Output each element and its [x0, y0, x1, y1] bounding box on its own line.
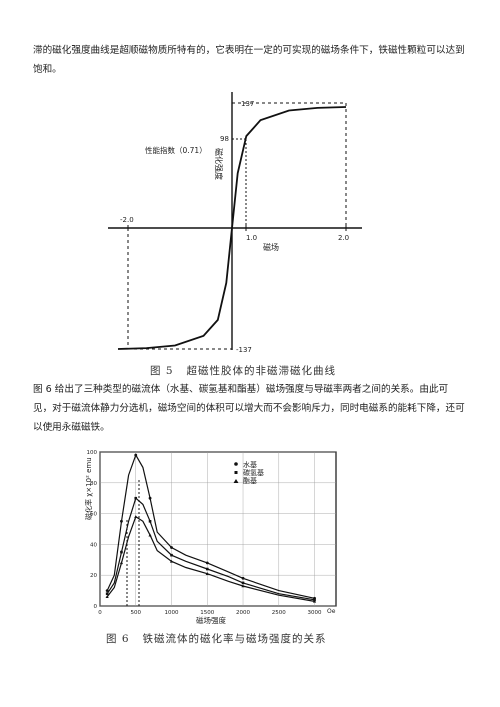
legend-marker-water: [234, 462, 238, 466]
fig6-y-axis-label: 磁化率 χ×10² emu: [84, 457, 93, 520]
fig6-point-water: [134, 453, 138, 457]
fig6-point-ester: [119, 561, 124, 565]
fig5-tick-label-137: 137: [241, 100, 254, 108]
fig6-point-water: [148, 496, 152, 500]
fig5-index-annotation: 性能指数（0.71）: [145, 145, 207, 155]
legend-marker-ester: [233, 479, 239, 483]
fig6-ytick-label: 100: [87, 450, 98, 456]
fig6-ytick-label: 80: [90, 481, 97, 487]
fig6-point-hydrocarbon: [241, 581, 245, 585]
fig5-tick-label-x1: 1.0: [246, 234, 257, 242]
fig6-x-unit: Oe: [327, 608, 336, 615]
fig6-point-hydrocarbon: [205, 567, 209, 571]
legend-label-ester: 酯基: [243, 476, 257, 485]
fig6-series-water: [106, 453, 315, 599]
fig6-ytick-label: 0: [94, 604, 98, 610]
fig6-point-ester: [169, 559, 174, 563]
fig5-x-axis-label: 磁场: [263, 242, 279, 252]
fig6-series-ester: [106, 515, 315, 602]
fig6-point-ester: [205, 572, 209, 575]
fig6-grid: [99, 451, 336, 607]
fig6-plot-frame: [99, 451, 337, 607]
legend-label-hydrocarbon: 碳氢基: [243, 468, 264, 477]
fig6-point-ester: [105, 595, 109, 599]
figure-5-title: 超磁性胶体的非磁滞磁化曲线: [186, 365, 337, 377]
fig6-xtick-label: 1000: [165, 610, 179, 616]
fig6-xtick-label: 500: [131, 610, 142, 616]
fig6-point-hydrocarbon: [148, 520, 152, 523]
fig6-legend: 水基 碳氢基 酯基: [233, 460, 264, 485]
fig5-tick-label-neg137: -137: [236, 346, 252, 354]
fig5-tick-label-98: 98: [220, 135, 229, 143]
fig5-tick-label-x2: 2.0: [338, 234, 349, 242]
fig6-point-hydrocarbon: [134, 496, 138, 500]
fig6-ytick-label: 60: [90, 512, 97, 518]
paragraph-figure6-description: 图 6 给出了三种类型的磁流体（水基、碳氢基和酯基）磁场强度与导磁率两者之间的关…: [33, 384, 465, 433]
fig6-point-water: [205, 561, 209, 565]
fig6-xtick-label: 0: [98, 610, 102, 616]
fig6-xtick-label: 3000: [308, 610, 322, 616]
fig6-ytick-label: 20: [90, 573, 97, 579]
legend-label-water: 水基: [243, 460, 257, 469]
fig6-point-ester: [241, 584, 245, 588]
figure-6-caption: 图 6 铁磁流体的磁化率与磁场强度的关系: [106, 631, 327, 646]
figure-5-number: 图 5: [150, 365, 174, 377]
fig6-point-water: [105, 589, 109, 592]
fig6-point-water: [170, 546, 173, 549]
figure-5-caption: 图 5 超磁性胶体的非磁滞磁化曲线: [150, 363, 336, 378]
fig5-y-axis-label: 磁化强度: [214, 148, 224, 180]
fig6-point-hydrocarbon: [170, 553, 173, 557]
fig6-xtick-label: 2000: [236, 610, 250, 616]
fig6-point-ester: [148, 533, 152, 537]
fig5-tick-label-neg2: -2.0: [120, 216, 134, 224]
figure-6-number: 图 6: [106, 633, 130, 645]
fig5-magnetization-curve: [117, 106, 347, 350]
fig6-point-hydrocarbon: [120, 550, 123, 554]
figure-6-title: 铁磁流体的磁化率与磁场强度的关系: [142, 633, 327, 645]
fig6-point-water: [241, 576, 245, 580]
fig6-xtick-label: 1500: [200, 610, 214, 616]
fig6-x-axis-label: 磁场强度: [196, 615, 226, 625]
fig6-xtick-label: 2500: [272, 610, 286, 616]
fig6-series-hydrocarbon: [106, 497, 315, 601]
fig6-point-ester: [312, 599, 317, 603]
fig6-point-hydrocarbon: [105, 592, 109, 595]
fig6-point-water: [120, 519, 123, 523]
fig6-ytick-label: 40: [90, 542, 97, 548]
fig6-point-ester: [134, 515, 138, 518]
legend-marker-hydrocarbon: [234, 471, 238, 474]
paragraph-intro: 滞的磁化强度曲线是超顺磁物质所特有的，它表明在一定的可实现的磁场条件下，铁磁性颗…: [33, 45, 465, 75]
fig6-markers: [105, 453, 317, 603]
